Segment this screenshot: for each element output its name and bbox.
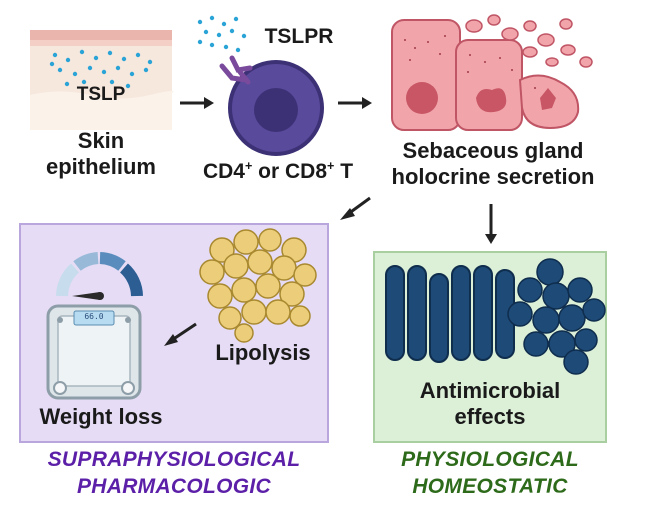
physiological-caption: PHYSIOLOGICAL HOMEOSTATIC xyxy=(401,448,579,499)
gauge-needle-icon xyxy=(72,292,104,300)
tslpr-receptor xyxy=(219,55,253,85)
tslpr-label: TSLPR xyxy=(264,25,334,48)
t-cell-label: CD4+ or CD8+ T xyxy=(202,159,354,183)
supraphysiological-caption: SUPRAPHYSIOLOGICAL PHARMACOLOGIC xyxy=(47,448,301,499)
watermark: 理藥研网 xyxy=(512,491,565,506)
scale-reading: 66.0 xyxy=(84,312,104,321)
sebaceous-label: Sebaceous gland holocrine secretion xyxy=(391,138,595,190)
arrow-tcell-to-sebaceous xyxy=(338,97,372,109)
gauge-icon xyxy=(56,252,143,297)
tslp-dots xyxy=(49,49,153,89)
antimicrobial-label: Antimicrobial effects xyxy=(419,378,561,430)
t-cell-illustration xyxy=(197,15,324,156)
arrow-sebaceous-to-antimicrobial xyxy=(485,204,497,244)
lipolysis-label: Lipolysis xyxy=(215,340,311,365)
weight-scale-icon xyxy=(46,304,142,400)
arrow-lipolysis-to-weight-loss xyxy=(164,322,197,346)
weight-loss-label: Weight loss xyxy=(39,404,163,429)
arrow-skin-to-tcell xyxy=(180,97,214,109)
cocci-bacteria-illustration xyxy=(507,258,606,375)
skin-epithelium-illustration xyxy=(30,30,174,130)
tslp-label: TSLP xyxy=(76,84,126,105)
rod-bacteria-illustration xyxy=(385,265,515,363)
tslp-ligand-dots xyxy=(197,15,247,53)
arrow-sebaceous-to-lipolysis xyxy=(340,196,371,220)
adipocytes-illustration xyxy=(199,228,317,343)
sebaceous-cells-illustration xyxy=(391,14,593,131)
skin-epithelium-label: Skin epithelium xyxy=(45,128,156,180)
